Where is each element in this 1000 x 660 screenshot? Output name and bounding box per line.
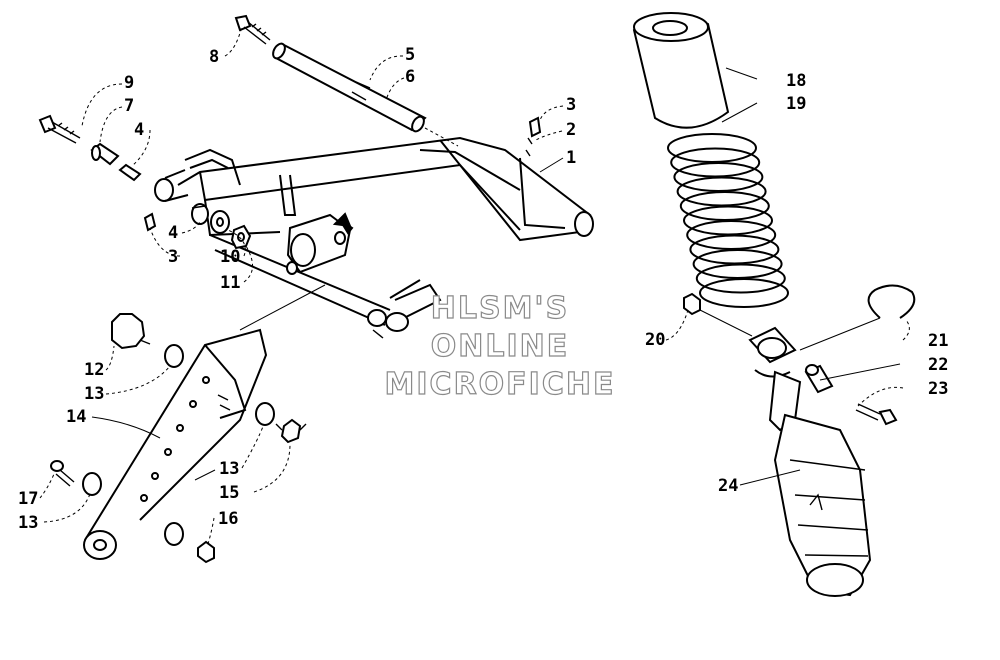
callout-13-b: 13 xyxy=(219,459,239,479)
watermark: HLSM'S ONLINE MICROFICHE xyxy=(384,290,616,402)
callout-11: 11 xyxy=(220,273,240,293)
shock-boot xyxy=(632,12,730,129)
callout-8: 8 xyxy=(209,47,219,67)
knob-12 xyxy=(111,313,151,350)
callout-2: 2 xyxy=(566,120,576,140)
spring-coil xyxy=(673,162,764,192)
spring-coil xyxy=(699,278,789,308)
limiter-strap xyxy=(83,284,326,560)
bushing-22 xyxy=(804,364,834,394)
callout-18: 18 xyxy=(786,71,806,91)
nut-20 xyxy=(683,292,753,337)
swing-arm-frame xyxy=(154,136,594,339)
watermark-line-2: ONLINE xyxy=(431,329,570,364)
bolt-23 xyxy=(855,403,898,426)
callout-17: 17 xyxy=(18,489,38,509)
bushing-7 xyxy=(90,142,120,166)
callout-22: 22 xyxy=(928,355,948,375)
spring xyxy=(667,133,789,308)
bushing-4-upper xyxy=(118,163,142,182)
washer-13-d xyxy=(164,522,184,546)
callout-16: 16 xyxy=(218,509,238,529)
washer-13-b xyxy=(255,402,275,426)
callout-20: 20 xyxy=(645,330,665,350)
washer-13-a xyxy=(164,344,184,368)
watermark-line-1: HLSM'S xyxy=(431,291,569,326)
washer-13-c xyxy=(82,472,102,496)
spring-coil xyxy=(670,147,761,178)
nut-11 xyxy=(230,224,252,250)
clip-21 xyxy=(799,284,916,351)
watermark-line-3: MICROFICHE xyxy=(385,367,616,402)
callout-labels: 8 5 6 9 7 4 3 2 1 4 3 10 11 12 13 14 13 … xyxy=(18,45,948,533)
callout-14: 14 xyxy=(66,407,86,427)
bolt-17 xyxy=(50,460,75,487)
callout-5: 5 xyxy=(405,45,415,65)
callout-6: 6 xyxy=(405,67,415,87)
grease-fitting-2 xyxy=(525,116,542,157)
callout-13-c: 13 xyxy=(18,513,38,533)
spring-coil xyxy=(679,191,770,221)
nut-16 xyxy=(197,540,215,564)
spring-coil xyxy=(686,220,777,250)
spring-coil xyxy=(683,205,773,236)
pivot-shaft xyxy=(272,42,459,147)
callout-3-lower: 3 xyxy=(168,247,178,267)
callout-24: 24 xyxy=(718,476,738,496)
spring-coil xyxy=(667,133,757,163)
callout-7: 7 xyxy=(124,96,134,116)
callout-3-upper: 3 xyxy=(566,95,576,115)
shock-absorber xyxy=(748,326,872,597)
callout-4-upper: 4 xyxy=(134,120,144,140)
callout-9: 9 xyxy=(124,73,134,93)
callout-15: 15 xyxy=(219,483,239,503)
callout-23: 23 xyxy=(928,379,948,399)
bushing-4-lower xyxy=(191,203,209,225)
bolt-9 xyxy=(38,114,81,144)
wing-nut-15 xyxy=(275,418,307,444)
leader-lines xyxy=(39,25,910,545)
callout-21: 21 xyxy=(928,331,948,351)
bolt-8 xyxy=(234,14,271,45)
callout-13-a: 13 xyxy=(84,384,104,404)
spring-coil xyxy=(692,249,783,279)
washer-10 xyxy=(210,210,230,234)
grease-fitting-3 xyxy=(143,212,157,232)
callout-19: 19 xyxy=(786,94,806,114)
spring-coil xyxy=(689,234,780,265)
callout-12: 12 xyxy=(84,360,104,380)
callout-10: 10 xyxy=(220,247,240,267)
callout-4-lower: 4 xyxy=(168,223,178,243)
spring-coil xyxy=(695,263,786,294)
callout-1: 1 xyxy=(566,148,576,168)
spring-coil xyxy=(676,176,767,207)
